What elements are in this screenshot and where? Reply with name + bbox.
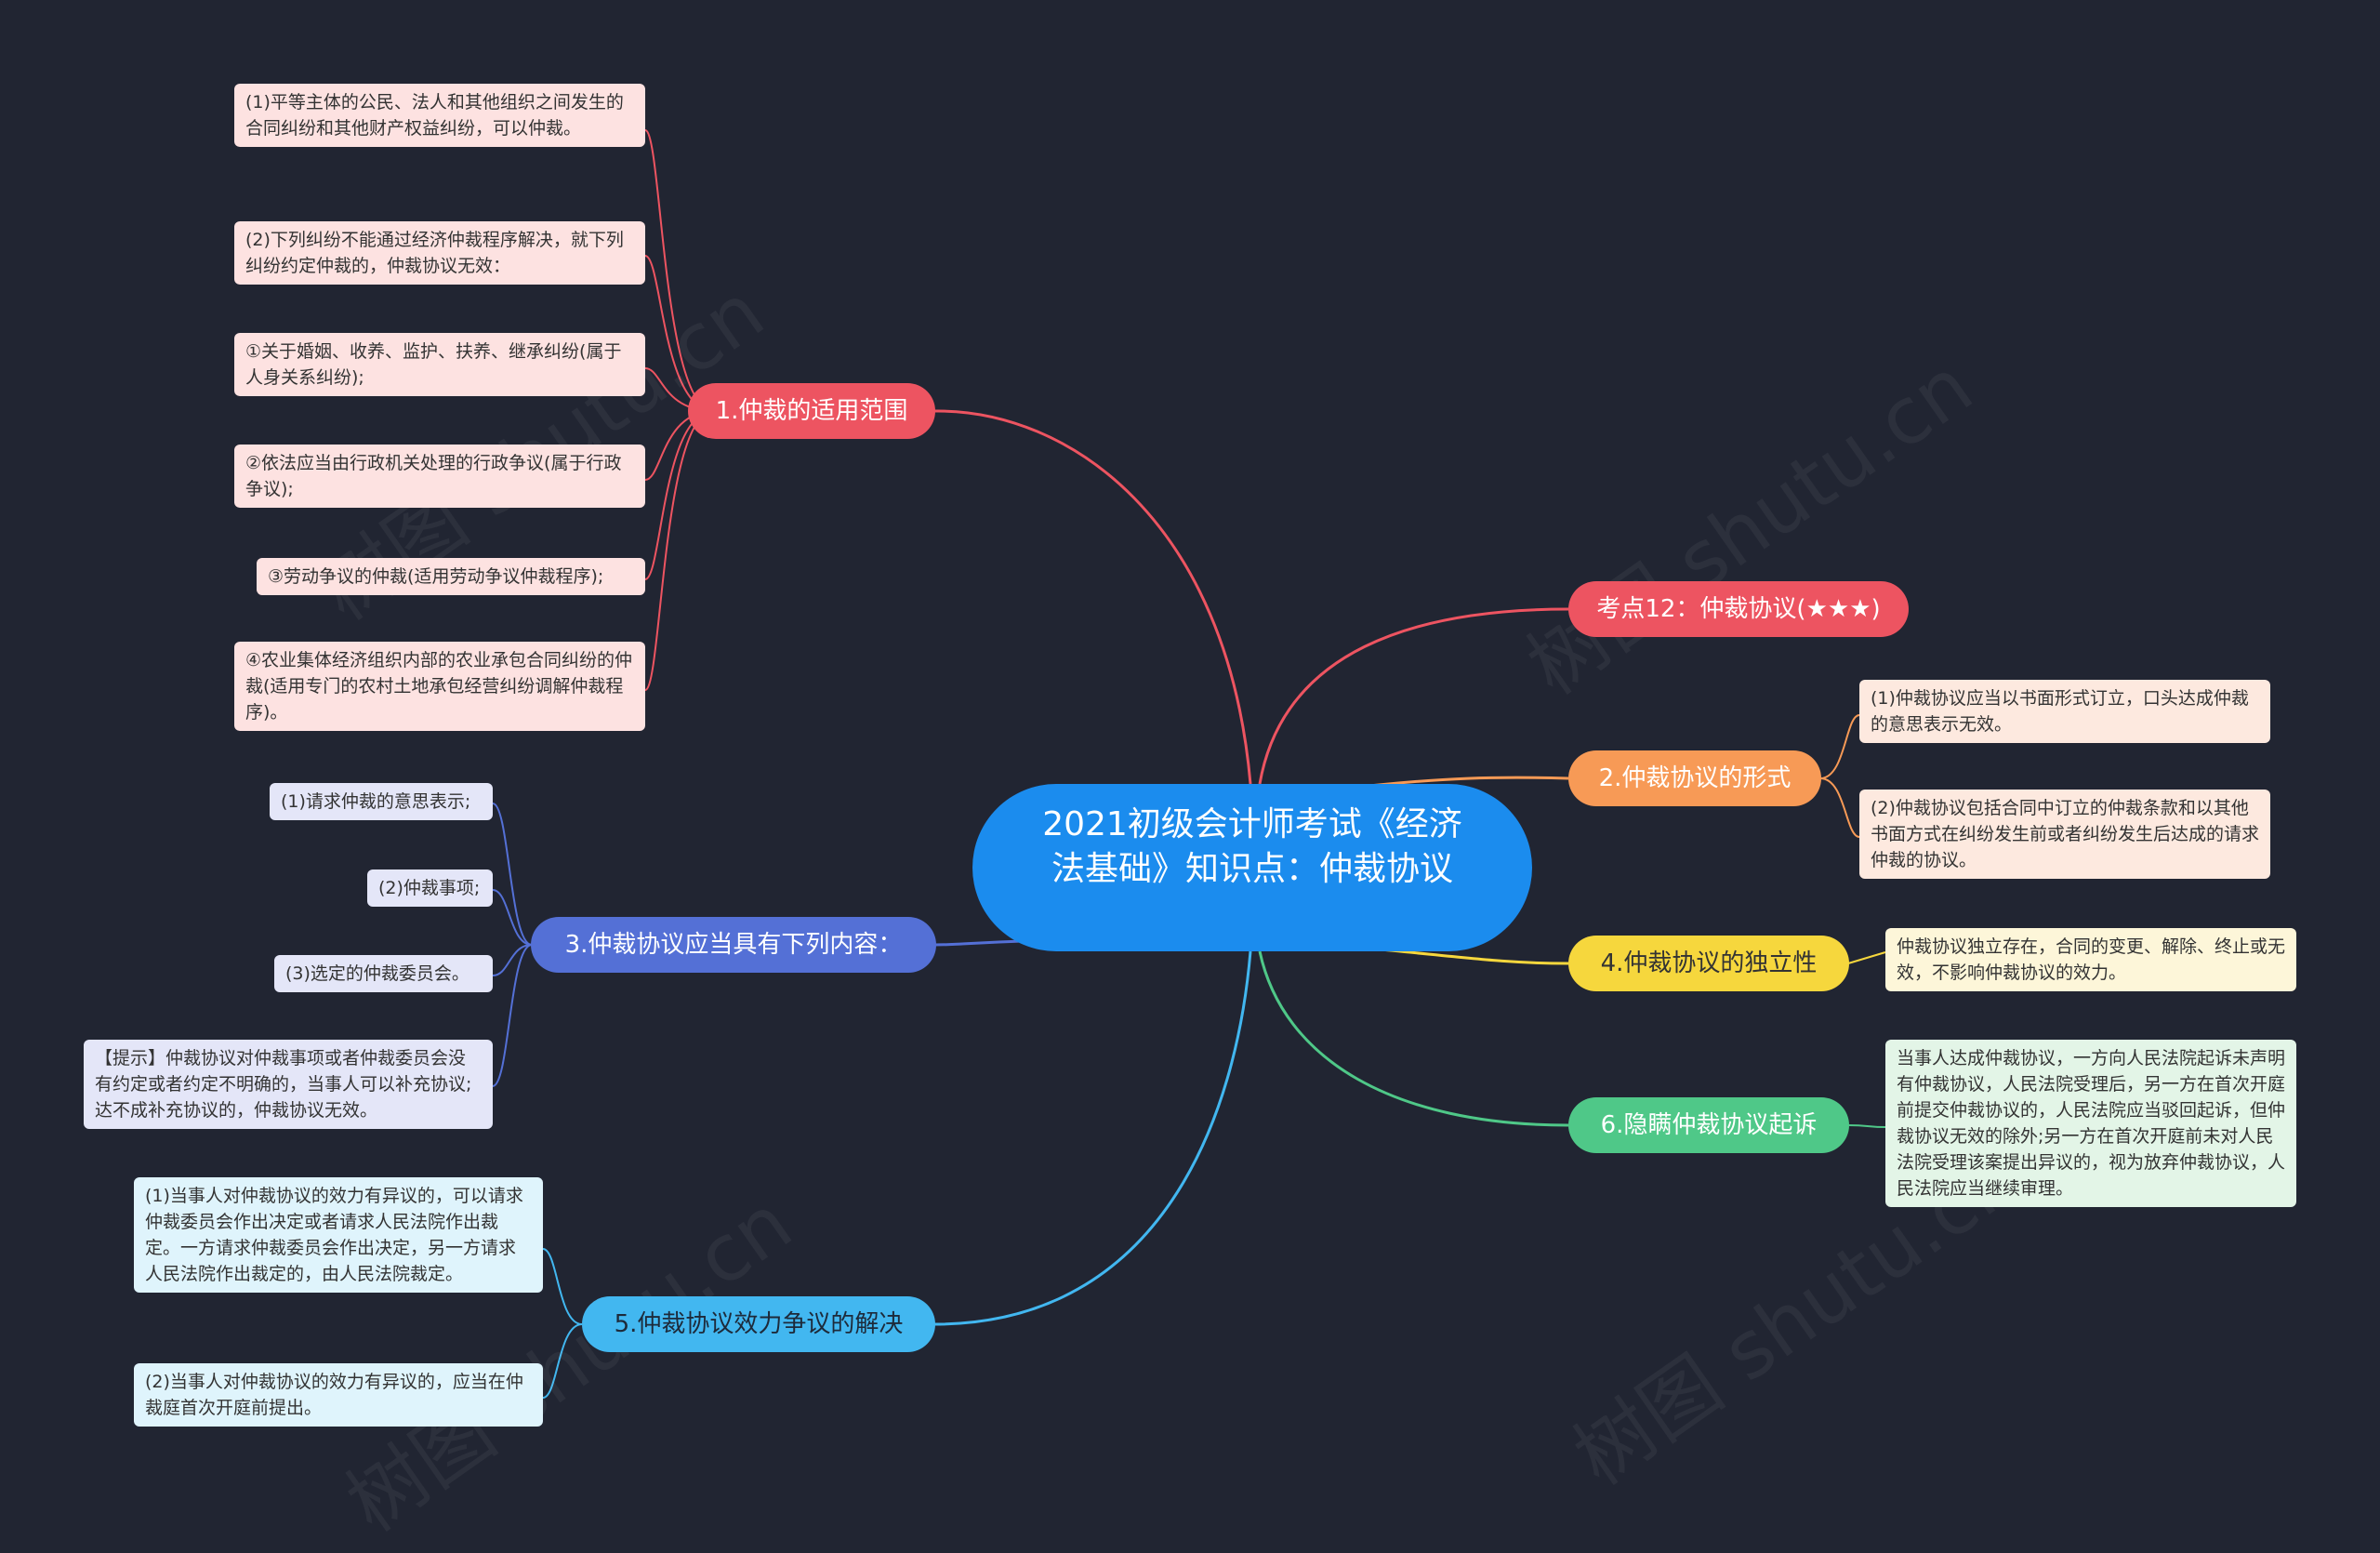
leaf-contents-2: (2)仲裁事项; [367,869,493,907]
leaf-independence-1: 仲裁协议独立存在，合同的变更、解除、终止或无效，不影响仲裁协议的效力。 [1885,928,2296,991]
leaf-form-2: (2)仲裁协议包括合同中订立的仲裁条款和以其他书面方式在纠纷发生前或者纠纷发生后… [1859,790,2270,879]
branch-agreement-independence[interactable]: 4.仲裁协议的独立性 [1568,936,1849,991]
leaf-concealed-1: 当事人达成仲裁协议，一方向人民法院起诉未声明有仲裁协议，人民法院受理后，另一方在… [1885,1040,2296,1207]
branch-agreement-contents[interactable]: 3.仲裁协议应当具有下列内容： [531,917,936,973]
leaf-scope-6: ④农业集体经济组织内部的农业承包合同纠纷的仲裁(适用专门的农村土地承包经营纠纷调… [234,642,645,731]
leaf-scope-3: ①关于婚姻、收养、监护、扶养、继承纠纷(属于人身关系纠纷); [234,333,645,396]
leaf-contents-tip: 【提示】仲裁协议对仲裁事项或者仲裁委员会没有约定或者约定不明确的，当事人可以补充… [84,1040,493,1129]
leaf-validity-2: (2)当事人对仲裁协议的效力有异议的，应当在仲裁庭首次开庭前提出。 [134,1363,543,1427]
branch-kaodian[interactable]: 考点12：仲裁协议(★★★) [1568,581,1909,637]
leaf-scope-1: (1)平等主体的公民、法人和其他组织之间发生的合同纠纷和其他财产权益纠纷，可以仲… [234,84,645,147]
branch-agreement-form[interactable]: 2.仲裁协议的形式 [1568,750,1821,806]
leaf-scope-4: ②依法应当由行政机关处理的行政争议(属于行政争议); [234,445,645,508]
branch-validity-dispute[interactable]: 5.仲裁协议效力争议的解决 [582,1296,935,1352]
leaf-form-1: (1)仲裁协议应当以书面形式订立，口头达成仲裁的意思表示无效。 [1859,680,2270,743]
leaf-contents-3: (3)选定的仲裁委员会。 [274,955,493,992]
root-topic[interactable]: 2021初级会计师考试《经济法基础》知识点：仲裁协议 [972,784,1532,951]
branch-arbitration-scope[interactable]: 1.仲裁的适用范围 [688,383,935,439]
leaf-contents-1: (1)请求仲裁的意思表示; [270,783,493,820]
leaf-scope-5: ③劳动争议的仲裁(适用劳动争议仲裁程序); [257,558,645,595]
leaf-scope-2: (2)下列纠纷不能通过经济仲裁程序解决，就下列纠纷约定仲裁的，仲裁协议无效： [234,221,645,285]
leaf-validity-1: (1)当事人对仲裁协议的效力有异议的，可以请求仲裁委员会作出决定或者请求人民法院… [134,1177,543,1293]
branch-concealed-agreement[interactable]: 6.隐瞒仲裁协议起诉 [1568,1097,1849,1153]
